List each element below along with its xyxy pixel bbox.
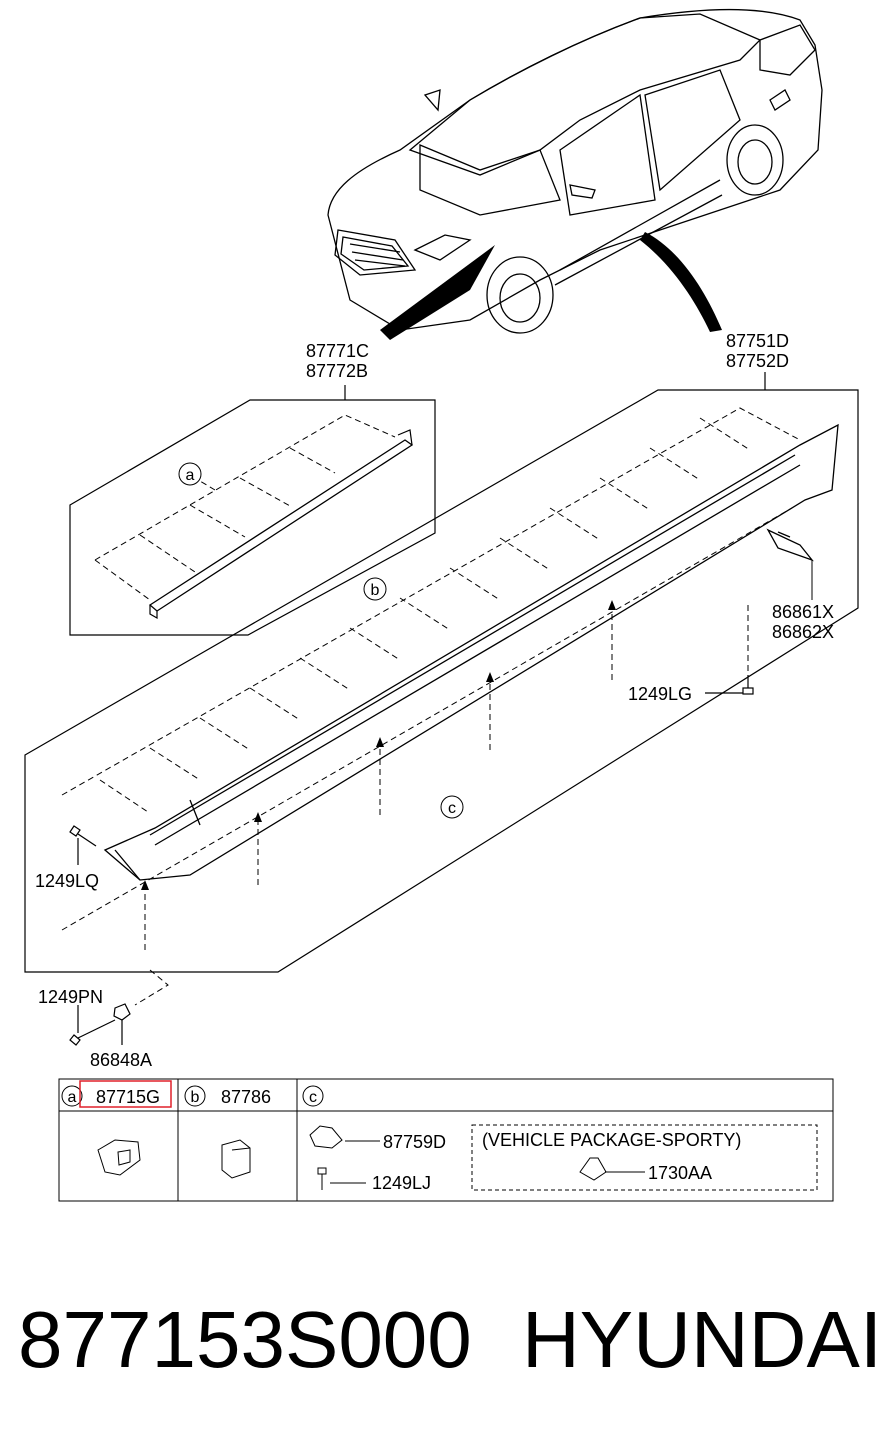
label-86848A: 86848A xyxy=(90,1050,152,1070)
screw-1249LQ xyxy=(69,825,97,865)
svg-text:b: b xyxy=(191,1089,200,1106)
label-1249PN: 1249PN xyxy=(38,987,103,1007)
pointer-rear xyxy=(640,232,722,332)
clip-1730AA-icon xyxy=(579,1157,607,1181)
moulding-guides xyxy=(94,414,396,601)
legend-part-1730AA: 1730AA xyxy=(648,1163,712,1183)
parts-diagram: a b c 87771C 87772B 87751D 87752D 86861X… xyxy=(24,9,859,1202)
label-87752D: 87752D xyxy=(726,351,789,371)
side-sill-guides xyxy=(61,407,801,1006)
arrow-heads xyxy=(141,600,616,890)
part-number: 877153S000 xyxy=(18,1295,472,1384)
svg-text:c: c xyxy=(309,1089,317,1106)
svg-text:b: b xyxy=(371,582,380,599)
highlight-box xyxy=(79,1080,172,1108)
label-87751D: 87751D xyxy=(726,331,789,351)
label-86862X: 86862X xyxy=(772,622,834,642)
sporty-package-note: (VEHICLE PACKAGE-SPORTY) xyxy=(482,1130,741,1150)
svg-text:c: c xyxy=(448,800,456,817)
clip-87786-icon xyxy=(221,1139,251,1179)
callout-b: b xyxy=(363,577,387,601)
legend-part-87786: 87786 xyxy=(221,1087,271,1107)
label-87771C: 87771C xyxy=(306,341,369,361)
pointer-front xyxy=(380,245,495,340)
callout-c: c xyxy=(440,795,464,819)
nut-86848A xyxy=(113,1003,131,1045)
screw-1249LJ-icon xyxy=(317,1167,327,1190)
brand-name: HYUNDAI xyxy=(522,1295,883,1384)
side-sill-box xyxy=(24,372,859,973)
callout-a: a xyxy=(178,462,202,486)
legend-part-87759D: 87759D xyxy=(383,1132,446,1152)
label-1249LQ: 1249LQ xyxy=(35,871,99,891)
label-87772B: 87772B xyxy=(306,361,368,381)
screw-1249LG xyxy=(705,675,754,695)
side-sill-part xyxy=(103,423,839,881)
legend-col-a: a 87715G xyxy=(61,1080,172,1176)
label-86861X: 86861X xyxy=(772,602,834,622)
svg-text:a: a xyxy=(186,467,195,484)
legend-col-c: c 87759D 1249LJ (VEHICLE PACKAGE-SPORTY)… xyxy=(302,1085,818,1193)
clip-87759D-icon xyxy=(309,1125,343,1149)
car-illustration xyxy=(327,9,823,334)
screw-1249PN xyxy=(69,1005,116,1046)
moulding-box xyxy=(69,385,436,636)
label-1249LG: 1249LG xyxy=(628,684,692,704)
legend-table xyxy=(58,1078,834,1202)
svg-text:a: a xyxy=(68,1089,77,1106)
legend-part-87715G: 87715G xyxy=(96,1087,160,1107)
sporty-package-box xyxy=(471,1124,818,1191)
legend-part-1249LJ: 1249LJ xyxy=(372,1173,431,1193)
clip-87715G-icon xyxy=(97,1139,141,1176)
legend-col-b: b 87786 xyxy=(184,1085,271,1179)
